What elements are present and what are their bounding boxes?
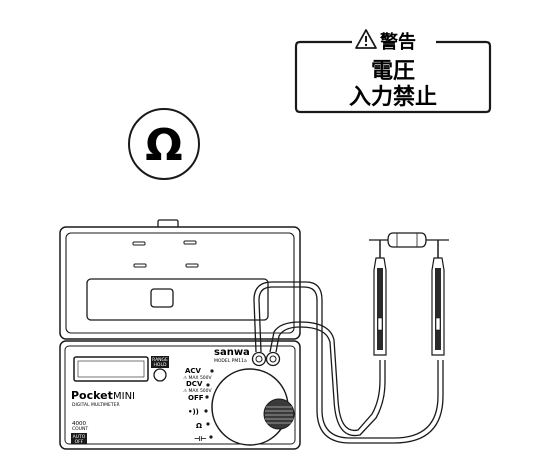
dial-label-continuity: •)) <box>188 408 199 416</box>
svg-text:RANGE: RANGE <box>152 357 168 363</box>
ohm-icon: Ω <box>145 120 182 171</box>
test-lead-wires <box>253 281 444 444</box>
warning-line-2: 入力禁止 <box>349 84 437 110</box>
dial-label-off: OFF <box>188 394 204 402</box>
svg-text:OFF: OFF <box>75 439 84 445</box>
count-label: COUNT <box>72 426 88 432</box>
meter-lid <box>59 219 301 340</box>
input-jacks[interactable] <box>251 351 281 367</box>
dial-label-ohm: Ω <box>196 422 202 430</box>
dial-label-capacitor: ⊣⊢ <box>194 435 207 443</box>
lcd-display <box>73 356 149 382</box>
model-label: MODEL PM11a <box>214 358 247 364</box>
resistor-icon <box>369 232 449 248</box>
brand-logo: sanwa <box>214 347 250 358</box>
probe-right <box>431 240 445 356</box>
product-subtitle: DIGITAL MULTIMETER <box>72 402 120 408</box>
meter-body: RANGE HOLD sanwa MODEL PM11a Pocket MINI… <box>59 340 301 450</box>
warning-triangle-icon <box>355 29 377 49</box>
warning-title: 警告 <box>380 31 416 53</box>
dial-label-dcv: DCV <box>186 380 203 388</box>
dial-label-acv: ACV <box>185 367 202 375</box>
auto-off-badge: AUTO OFF <box>71 433 87 445</box>
dial-position-dots <box>204 369 214 439</box>
warning-line-1: 電圧 <box>371 59 415 84</box>
product-name-bold: Pocket <box>71 389 113 402</box>
probe-left <box>373 240 387 356</box>
ohm-symbol: Ω <box>128 108 200 180</box>
count-value: 4000 <box>72 421 86 427</box>
dial-label-dcv-max: ⚠ MAX 500V <box>183 388 213 394</box>
rotary-dial[interactable] <box>211 368 295 446</box>
svg-text:AUTO: AUTO <box>73 434 86 440</box>
product-name-light: MINI <box>113 391 135 402</box>
dial-label-acv-max: ⚠ MAX 500V <box>183 375 213 381</box>
svg-text:HOLD: HOLD <box>154 362 167 368</box>
range-hold-button[interactable]: RANGE HOLD <box>151 356 169 382</box>
warning-box: 警告 電圧 入力禁止 <box>294 29 492 114</box>
